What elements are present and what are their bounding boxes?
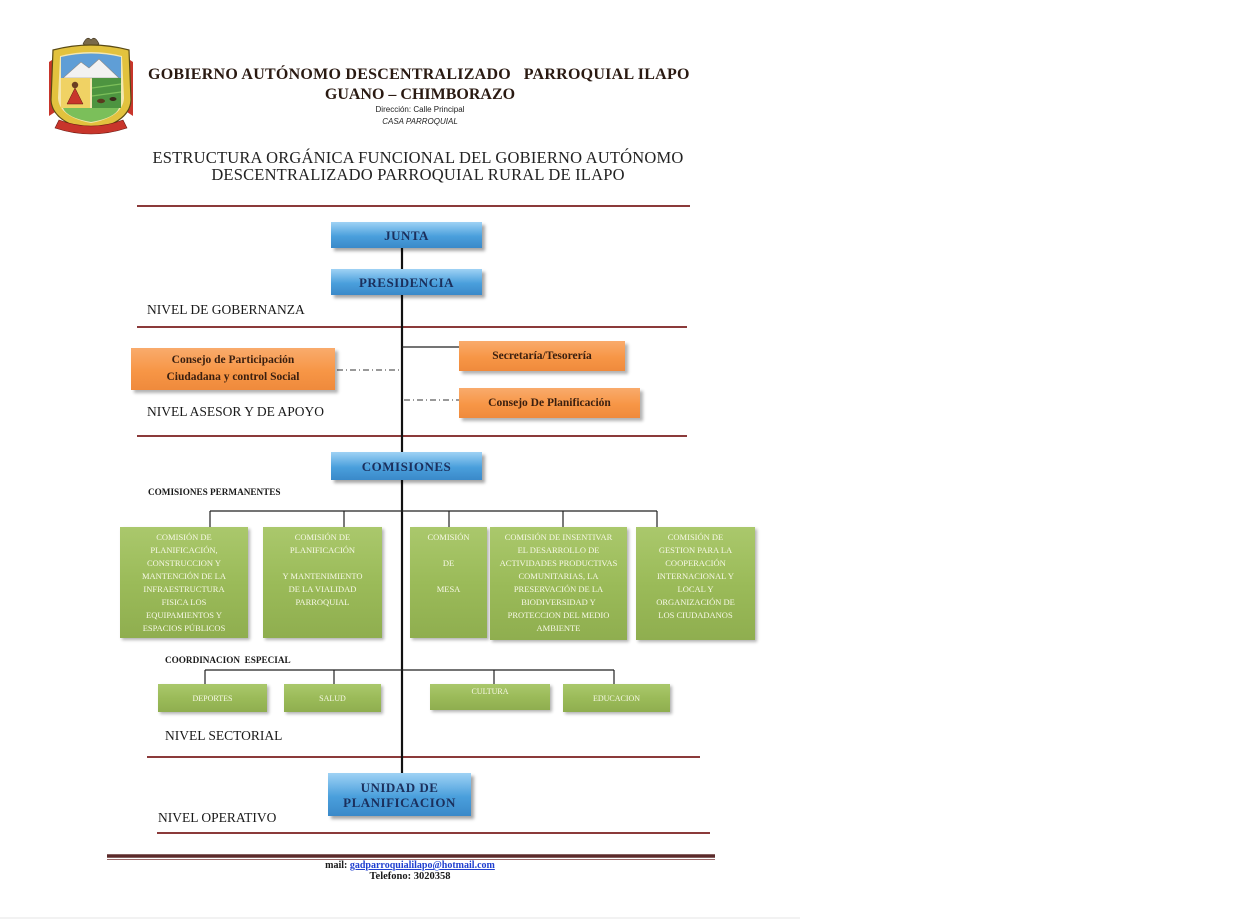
institution-address: Dirección: Calle Principal <box>375 105 465 114</box>
commission-box-vialidad: COMISIÓN DE PLANIFICACIÓN Y MANTENIMIENT… <box>263 527 382 638</box>
logo-animal <box>109 97 117 101</box>
document-title-line1: ESTRUCTURA ORGÁNICA FUNCIONAL DEL GOBIER… <box>152 148 684 167</box>
logo-field-rows <box>91 83 122 97</box>
coordination-box-educacion: EDUCACION <box>563 684 670 712</box>
commission-box-planificacion-infraestructura: COMISIÓN DE PLANIFICACIÓN, CONSTRUCCION … <box>120 527 248 638</box>
document-title-line2: DESCENTRALIZADO PARROQUIAL RURAL DE ILAP… <box>211 165 625 184</box>
logo-bottom-panel <box>63 108 119 122</box>
commission-box-mesa: COMISIÓN DE MESA <box>410 527 487 638</box>
level-label-gobernanza: NIVEL DE GOBERNANZA <box>147 302 305 317</box>
coordination-box-salud: SALUD <box>284 684 381 712</box>
institution-location: GUANO – CHIMBORAZO <box>324 86 516 103</box>
institution-building: CASA PARROQUIAL <box>382 117 458 126</box>
comisiones-permanentes-label: COMISIONES PERMANENTES <box>148 487 281 497</box>
node-consejo-participacion: Consejo de Participación Ciudadana y con… <box>131 348 335 390</box>
node-secretaria-tesoreria: Secretaría/Tesorería <box>459 341 625 371</box>
parish-coat-of-arms-logo <box>45 32 137 136</box>
logo-figure-head <box>71 81 79 89</box>
footer-mail-link[interactable]: gadparroquialilapo@hotmail.com <box>349 860 495 871</box>
commission-box-desarrollo-productivo: COMISIÓN DE INSENTIVAR EL DESARROLLO DE … <box>490 527 627 640</box>
logo-figure-poncho <box>66 87 84 105</box>
commission-box-cooperacion: COMISIÓN DE GESTION PARA LA COOPERACIÓN … <box>636 527 755 640</box>
footer-mail-label: mail: <box>325 860 348 871</box>
level-label-asesor: NIVEL ASESOR Y DE APOYO <box>147 404 325 419</box>
node-unidad-planificacion: UNIDAD DE PLANIFICACION <box>328 773 471 816</box>
logo-bottom-ribbon <box>54 119 128 135</box>
node-presidencia: PRESIDENCIA <box>331 269 482 295</box>
coordinacion-especial-label: COORDINACION ESPECIAL <box>165 655 291 665</box>
coordination-box-cultura: CULTURA <box>430 684 550 710</box>
logo-animal <box>97 98 105 104</box>
node-consejo-planificacion: Consejo De Planificación <box>459 388 640 418</box>
logo-crest-bird <box>82 37 100 47</box>
coordination-box-deportes: DEPORTES <box>158 684 267 712</box>
node-comisiones: COMISIONES <box>331 452 482 480</box>
footer-mail-line: mail: gadparroquialilapo@hotmail.com <box>260 860 560 872</box>
level-label-sectorial: NIVEL SECTORIAL <box>165 728 283 743</box>
node-junta: JUNTA <box>331 222 482 248</box>
institution-name: GOBIERNO AUTÓNOMO DESCENTRALIZADO PARROQ… <box>148 66 690 83</box>
level-label-operativo: NIVEL OPERATIVO <box>158 810 277 825</box>
footer-phone: Telefono: 3020358 <box>369 871 451 882</box>
